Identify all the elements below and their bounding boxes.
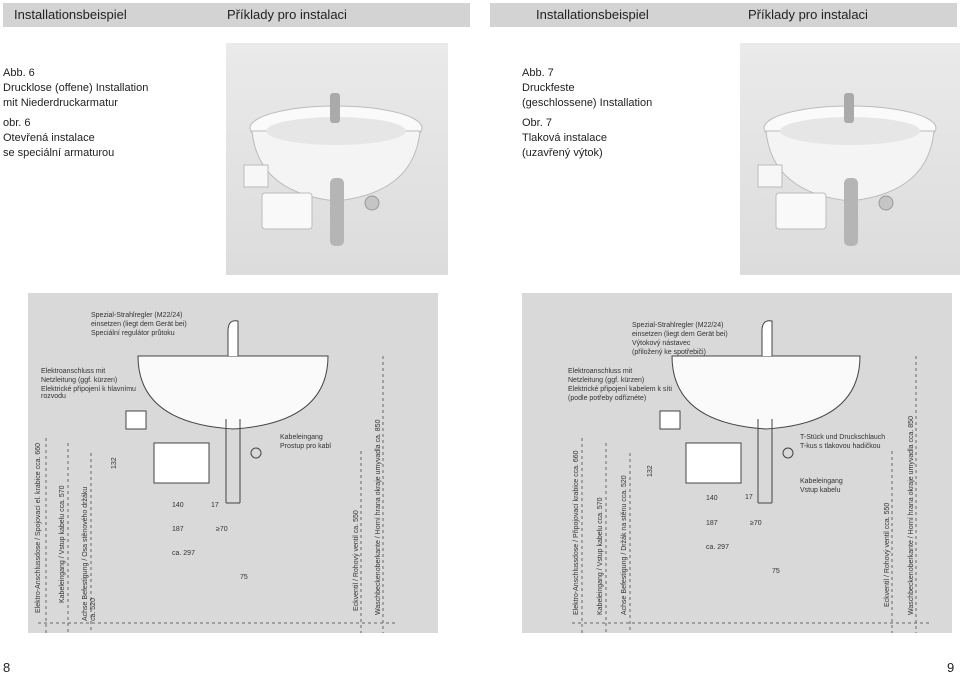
dim-70: ≥70 xyxy=(750,520,762,527)
dim-297: ca. 297 xyxy=(706,544,729,551)
header-title-cz: Příklady pro instalaci xyxy=(748,7,868,22)
dim-187: 187 xyxy=(706,520,718,527)
aerator-note: Spezial-Strahlregler (M22/24)einsetzen (… xyxy=(91,312,187,337)
vertical-label: ca. 520 xyxy=(90,598,97,621)
dim-132: 132 xyxy=(111,457,118,469)
vertical-label: Elektro-Anschlussdose / Připojovací krab… xyxy=(573,450,580,615)
vertical-label: Waschbeckenoberkante / Horní hrana okraj… xyxy=(908,416,915,615)
vertical-label: Elektro-Anschlussdose / Spojovací el. kr… xyxy=(35,443,42,613)
vertical-label: Waschbeckenoberkante / Horní hrana okraj… xyxy=(375,419,382,615)
dim-132: 132 xyxy=(647,465,654,477)
header-title-de: Installationsbeispiel xyxy=(536,7,649,22)
page-number: 9 xyxy=(947,660,955,675)
dim-140: 140 xyxy=(172,502,184,509)
dim-140: 140 xyxy=(706,495,718,502)
installation-diagram-left: Spezial-Strahlregler (M22/24)einsetzen (… xyxy=(28,293,438,633)
dim-75: 75 xyxy=(772,568,780,575)
vertical-label: Achse Befestigung / Osa stěnového držáku xyxy=(82,487,89,621)
header-title-cz: Příklady pro instalaci xyxy=(227,7,347,22)
dim-17: 17 xyxy=(745,494,753,501)
washbasin-photo-right xyxy=(740,43,960,275)
aerator-note: Spezial-Strahlregler (M22/24)einsetzen (… xyxy=(632,322,728,356)
vertical-label: Kabeleingang / Vstup kabelu cca. 570 xyxy=(597,497,604,615)
installation-diagram-right: Spezial-Strahlregler (M22/24)einsetzen (… xyxy=(522,293,952,633)
figure-caption-cz: obr. 6 Otevřená instalace se speciální a… xyxy=(3,117,115,159)
dim-297: ca. 297 xyxy=(172,550,195,557)
dim-70: ≥70 xyxy=(216,526,228,533)
washbasin-photo-left xyxy=(226,43,448,275)
dim-17: 17 xyxy=(211,502,219,509)
vertical-label: Kabeleingang / Vstup kabelu cca. 570 xyxy=(59,485,66,603)
page-number: 8 xyxy=(3,660,11,675)
header-bar-right: Installationsbeispiel Příklady pro insta… xyxy=(490,3,957,27)
figure-caption-de: Abb. 6 Drucklose (offene) Installation m… xyxy=(3,67,149,109)
dim-187: 187 xyxy=(172,526,184,533)
vertical-label: Eckventil / Rohový ventil ca. 550 xyxy=(353,510,360,611)
figure-caption-de: Abb. 7 Druckfeste (geschlossene) Install… xyxy=(522,67,653,109)
vertical-label: Eckventil / Rohový ventil cca. 550 xyxy=(884,503,891,607)
dim-75: 75 xyxy=(240,574,248,581)
vertical-label: Achse Befestigung / Držák na stěnu cca. … xyxy=(621,475,628,615)
header-bar-left: Installationsbeispiel Příklady pro insta… xyxy=(3,3,470,27)
figure-caption-cz: Obr. 7 Tlaková instalace (uzavřený výtok… xyxy=(522,117,607,159)
header-title-de: Installationsbeispiel xyxy=(14,7,127,22)
